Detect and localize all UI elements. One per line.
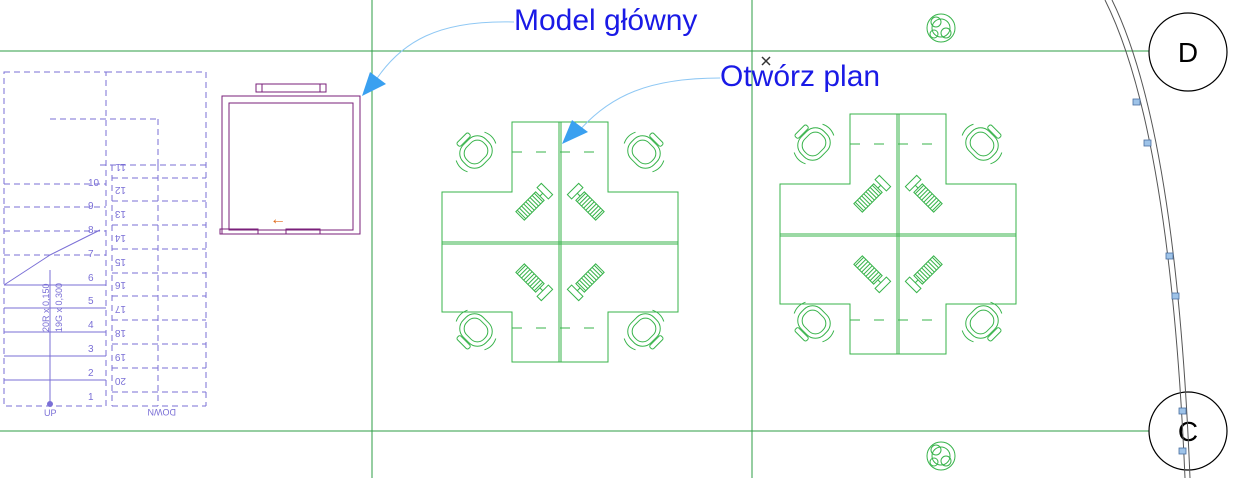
stair-step-number: 2 xyxy=(88,368,94,379)
stair-down xyxy=(111,165,206,407)
stair-step-number: 4 xyxy=(88,320,94,331)
stair-step-number: 5 xyxy=(88,296,94,307)
stair-step-number: 8 xyxy=(88,225,94,236)
stair-step-number: 13 xyxy=(114,208,126,219)
computer-icon xyxy=(515,182,554,221)
stair-step-number: 1 xyxy=(88,392,94,403)
computer-icon xyxy=(904,255,943,294)
stair-step-number: 14 xyxy=(114,232,126,243)
chair-icon xyxy=(455,131,497,173)
computer-icon xyxy=(515,263,554,302)
computer-icon xyxy=(853,174,892,213)
stair-step-number: 20 xyxy=(114,375,126,386)
elevator[interactable] xyxy=(219,83,361,235)
grid-bubble-d-label: D xyxy=(1178,37,1198,68)
grid-bubble-d[interactable]: D xyxy=(1148,12,1228,92)
stair-step-number: 10 xyxy=(88,178,100,189)
stair-up-label: UP xyxy=(44,408,57,418)
chair-icon xyxy=(623,309,665,351)
stair-step-number: 15 xyxy=(114,256,126,267)
stair-up xyxy=(3,71,207,407)
computer-icon xyxy=(904,174,943,213)
stair-step-number: 6 xyxy=(88,273,94,284)
curved-facade xyxy=(1104,0,1191,478)
stair-step-number: 16 xyxy=(114,279,126,290)
stair-up-treads xyxy=(4,183,106,256)
stair-step-number: 19 xyxy=(114,351,126,362)
arrow-left-icon: ← xyxy=(270,211,286,228)
stair-step-number: 3 xyxy=(88,344,94,355)
stair-down-label: DOWN xyxy=(148,407,177,417)
stair-step-number: 18 xyxy=(114,327,126,338)
callout-open-plan[interactable]: Otwórz plan xyxy=(720,60,881,93)
stair-step-number: 17 xyxy=(114,303,126,314)
computer-icon xyxy=(566,182,605,221)
close-icon[interactable] xyxy=(761,56,771,66)
stair-up-numbers: 10 9 8 7 6 5 4 3 2 1 xyxy=(88,178,100,403)
callout-leader-plan xyxy=(562,77,721,144)
stair-step-number: 9 xyxy=(88,201,94,212)
computer-icon xyxy=(566,263,605,302)
workstation-cluster-1[interactable] xyxy=(441,121,679,363)
chair-icon xyxy=(961,301,1003,343)
stair-down-treads xyxy=(112,177,206,393)
tree-icon xyxy=(926,13,956,43)
facade-mullions xyxy=(1132,98,1187,455)
stair-step-number: 12 xyxy=(114,184,126,195)
chair-icon xyxy=(623,131,665,173)
chair-icon xyxy=(793,301,835,343)
chair-icon xyxy=(455,309,497,351)
stair-spec-a: 20R x 0,150 xyxy=(41,283,51,332)
stair-up-solid xyxy=(3,229,106,407)
callout-leader-model xyxy=(362,21,515,96)
callout-main-model[interactable]: Model główny xyxy=(514,4,698,37)
workstation-cluster-2[interactable] xyxy=(779,113,1017,355)
stair-down-numbers: 11 12 13 14 15 16 17 18 19 20 xyxy=(114,161,126,386)
chair-icon xyxy=(793,123,835,165)
stair-step-number: 11 xyxy=(115,161,126,172)
stair-spec-b: 19G x 0,300 xyxy=(54,283,64,332)
chair-icon xyxy=(961,123,1003,165)
computer-icon xyxy=(853,255,892,294)
tree-icon xyxy=(926,441,956,471)
stair-step-number: 7 xyxy=(88,249,94,260)
